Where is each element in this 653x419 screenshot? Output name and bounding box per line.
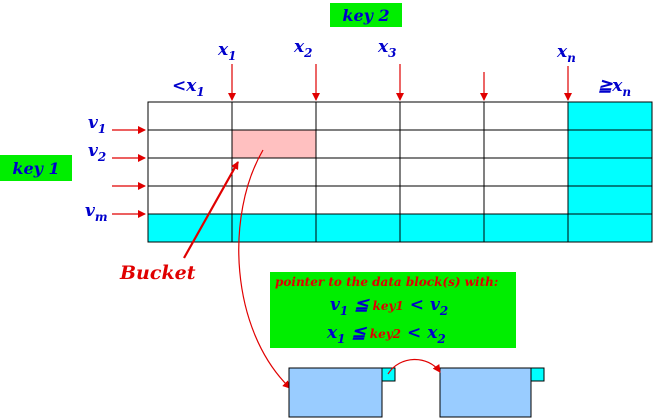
- key2-label: key 2: [342, 6, 389, 25]
- pointer-box-line1: v1≦key1<v2: [330, 295, 448, 318]
- data-block-pointer: [530, 367, 545, 382]
- less-than-x1-label: <x1: [172, 76, 205, 99]
- block-chain-arrow: [387, 358, 441, 375]
- x-marker-label: x2: [293, 37, 313, 60]
- pointer-box-line2: x1≦key2<x2: [326, 323, 446, 346]
- y-marker-label: vm: [85, 201, 108, 224]
- y-markers: v1 v2 vm: [85, 113, 146, 224]
- bucket-cell: [232, 130, 316, 158]
- x-marker-label: x1: [217, 40, 237, 63]
- bucket-to-block-arrow: [238, 149, 291, 389]
- x-marker-label: x3: [377, 37, 397, 60]
- data-block-1: [288, 367, 396, 418]
- bucket-arrow: [183, 161, 239, 259]
- x-markers: x1 x2 x3 xn: [217, 37, 576, 101]
- data-block-body: [439, 367, 532, 418]
- pointer-box-title: pointer to the data block(s) with:: [275, 275, 498, 289]
- y-marker-label: v1: [88, 113, 106, 136]
- y-marker-label: v2: [88, 141, 106, 164]
- pointer-box: [270, 272, 516, 348]
- key1-label: key 1: [12, 159, 59, 178]
- key2-label-box: [330, 3, 402, 27]
- data-block-pointer: [381, 367, 396, 382]
- x-marker-label: xn: [556, 42, 576, 65]
- data-block-body: [288, 367, 383, 418]
- grid: [147, 101, 653, 243]
- data-block-2: [439, 367, 545, 418]
- geq-xn-label: ≧xn: [598, 76, 631, 99]
- bucket-label: Bucket: [119, 262, 196, 284]
- key1-label-box: [0, 155, 72, 181]
